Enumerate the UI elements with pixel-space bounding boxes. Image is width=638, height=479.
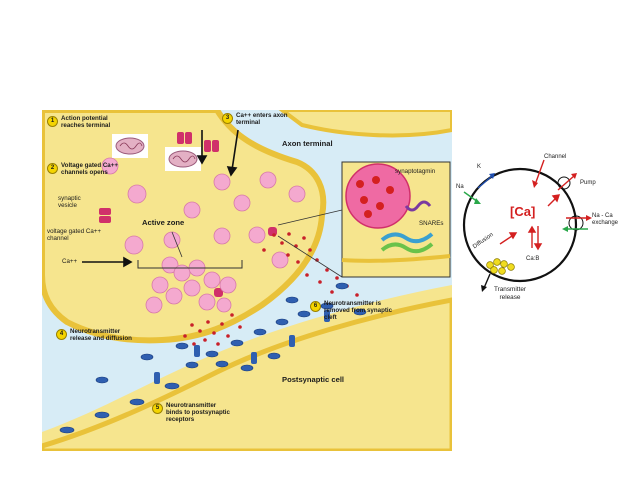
channel-label: Channel bbox=[544, 154, 567, 160]
step-5-label: Neurotransmitter binds to postsynaptic r… bbox=[166, 402, 230, 423]
step-6-badge: 6 bbox=[310, 301, 321, 312]
axon-terminal-label: Axon terminal bbox=[282, 139, 333, 148]
internal-arrows bbox=[499, 194, 561, 251]
step-3-badge: 3 bbox=[222, 113, 233, 124]
step-2-badge: 2 bbox=[47, 163, 58, 174]
step-2-label: Voltage gated Ca++ channels opens bbox=[61, 162, 118, 176]
synapse-figure: 1 Action potential reaches terminal 2 Vo… bbox=[42, 110, 452, 451]
receptor-blocks bbox=[154, 310, 330, 384]
neurotransmitter-dots bbox=[183, 232, 359, 346]
mitochondrion-2 bbox=[165, 147, 201, 171]
ca-concentration-label: [Ca] bbox=[510, 204, 536, 219]
neighbor-cell bbox=[278, 110, 452, 138]
postsynaptic-cell-label: Postsynaptic cell bbox=[282, 375, 345, 384]
step-1-badge: 1 bbox=[47, 116, 58, 127]
synaptotagmin-label: synaptotagmin bbox=[395, 168, 436, 175]
pump-arrows bbox=[557, 173, 577, 191]
k-label: K bbox=[477, 164, 482, 170]
step-5-badge: 5 bbox=[152, 403, 163, 414]
inset-vesicle bbox=[345, 163, 411, 229]
synaptic-vesicles bbox=[101, 157, 306, 314]
snares-label: SNAREs bbox=[419, 220, 444, 227]
step-4-label: Neurotransmitter release and diffusion bbox=[70, 328, 132, 342]
active-zone-pointer bbox=[171, 231, 183, 258]
inset-membrane bbox=[341, 254, 451, 263]
k-arrow bbox=[477, 173, 495, 189]
exchange-arrows bbox=[562, 215, 592, 232]
step-4-badge: 4 bbox=[56, 329, 67, 340]
step-3-label: Ca++ enters axon terminal bbox=[236, 112, 288, 126]
synapse-illustration bbox=[42, 110, 452, 451]
postsynaptic-cell-body bbox=[42, 297, 452, 451]
ca-entry-arrows bbox=[82, 129, 239, 268]
release-label: Transmitter release bbox=[493, 286, 527, 301]
inset-vesicle-contents bbox=[356, 176, 394, 218]
ca-ion-label: Ca++ bbox=[62, 258, 78, 265]
synaptotagmin-shape bbox=[404, 200, 432, 212]
snare-shape-1 bbox=[380, 232, 434, 244]
synaptic-vesicle-label: synaptic vesicle bbox=[58, 195, 81, 209]
step-6-label: Neurotransmitter is removed from synapti… bbox=[324, 300, 393, 321]
cab-label: Ca:B bbox=[526, 256, 540, 262]
postsynaptic-receptors bbox=[59, 282, 367, 434]
snare-shape-2 bbox=[380, 242, 434, 254]
active-zone-label: Active zone bbox=[142, 218, 185, 227]
na-arrow bbox=[463, 191, 481, 204]
transmitter-vesicles bbox=[486, 258, 515, 275]
mitochondrion-1 bbox=[112, 134, 148, 158]
channel-arrow bbox=[532, 159, 545, 188]
release-arrow bbox=[481, 273, 491, 292]
vg-channel-label: voltage gated Ca++ channel bbox=[47, 228, 102, 242]
calcium-figure: Channel K Na Pump [Ca] Na - Ca exchange … bbox=[452, 150, 628, 316]
step-1-label: Action potential reaches terminal bbox=[61, 115, 111, 129]
pump-label: Pump bbox=[580, 180, 596, 186]
exchange-label: Na - Ca exchange bbox=[592, 213, 619, 226]
na-label: Na bbox=[456, 184, 464, 190]
active-zone-bracket bbox=[137, 260, 243, 269]
cell-circle bbox=[462, 167, 578, 283]
ca-channel-top-2 bbox=[204, 140, 219, 152]
ca-channel-top-1 bbox=[177, 132, 192, 144]
ca-channel-left bbox=[99, 208, 111, 223]
inset-connector-2 bbox=[277, 235, 343, 278]
inset-connector-1 bbox=[277, 209, 343, 226]
calcium-illustration bbox=[462, 159, 592, 292]
